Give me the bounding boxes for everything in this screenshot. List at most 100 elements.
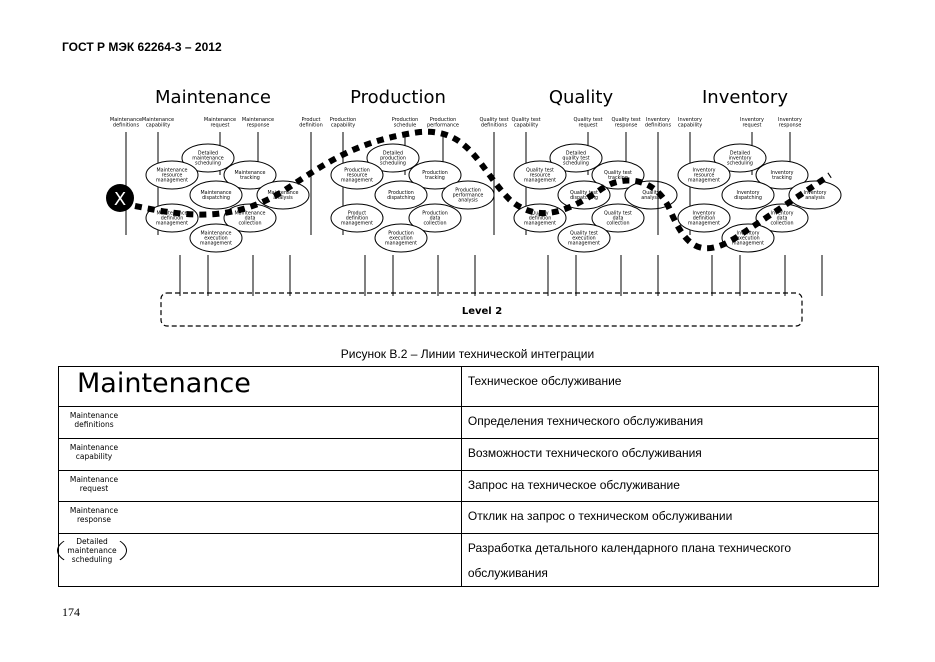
activity-node <box>408 203 462 233</box>
translation-cell: Разработка детального календарного плана… <box>460 533 880 587</box>
term-maintenance-response: Maintenance response <box>69 506 119 524</box>
term-cell: Maintenance request <box>58 470 462 502</box>
activity-node <box>189 223 243 253</box>
table-row: Detailed maintenance scheduling Разработ… <box>57 533 880 587</box>
term-maintenance-request: Maintenance request <box>69 475 119 493</box>
activity-node <box>755 203 809 233</box>
activity-node <box>557 180 611 210</box>
integration-line <box>134 128 832 252</box>
activity-node <box>330 160 384 190</box>
activity-node <box>788 180 842 210</box>
activity-node <box>223 160 277 190</box>
level-2-box <box>160 292 803 327</box>
table-row: Maintenance request Запрос на техническо… <box>58 470 880 502</box>
activity-node <box>713 143 767 173</box>
activity-node <box>366 143 420 173</box>
column-title: Quality <box>549 87 614 108</box>
term-maintenance: Maintenance <box>77 368 251 399</box>
activity-node <box>721 180 775 210</box>
translation-cell: Определения технического обслуживания <box>460 406 880 439</box>
x-marker-label: X <box>114 189 126 210</box>
term-cell: Detailed maintenance scheduling <box>57 533 462 587</box>
activity-node <box>557 223 611 253</box>
activity-node <box>677 203 731 233</box>
translation-cell: Возможности технического обслуживания <box>460 438 880 471</box>
activity-node <box>408 160 462 190</box>
translation-cell: Техническое обслуживание <box>460 366 880 407</box>
activity-node <box>591 203 645 233</box>
activity-node <box>189 180 243 210</box>
activity-node <box>624 180 678 210</box>
activity-node <box>181 143 235 173</box>
table-row: Maintenance Техническое обслуживание <box>58 366 880 407</box>
document-header: ГОСТ Р МЭК 62264-3 – 2012 <box>62 40 222 54</box>
activity-node <box>145 203 199 233</box>
activity-node <box>256 180 310 210</box>
activity-node <box>755 160 809 190</box>
activity-node <box>374 223 428 253</box>
column-title: Maintenance <box>155 87 271 108</box>
level-2-label: Level 2 <box>462 306 502 317</box>
term-cell: Maintenance <box>58 366 462 407</box>
activity-node <box>721 223 775 253</box>
page-number: 174 <box>62 605 80 619</box>
table-row: Maintenance response Отклик на запрос о … <box>58 501 880 534</box>
activity-node <box>677 160 731 190</box>
term-cell: Maintenance response <box>58 501 462 534</box>
activity-node <box>145 160 199 190</box>
glossary-table: Maintenance Техническое обслуживание Mai… <box>57 366 880 587</box>
term-cell: Maintenance definitions <box>58 406 462 439</box>
term-maintenance-capability: Maintenance capability <box>69 443 119 461</box>
column-title: Inventory <box>702 87 788 108</box>
term-detailed-maintenance-scheduling: Detailed maintenance scheduling <box>57 534 127 567</box>
translation-cell: Отклик на запрос о техническом обслужива… <box>460 501 880 534</box>
activity-node <box>374 180 428 210</box>
activity-node <box>549 143 603 173</box>
term-cell: Maintenance capability <box>58 438 462 471</box>
